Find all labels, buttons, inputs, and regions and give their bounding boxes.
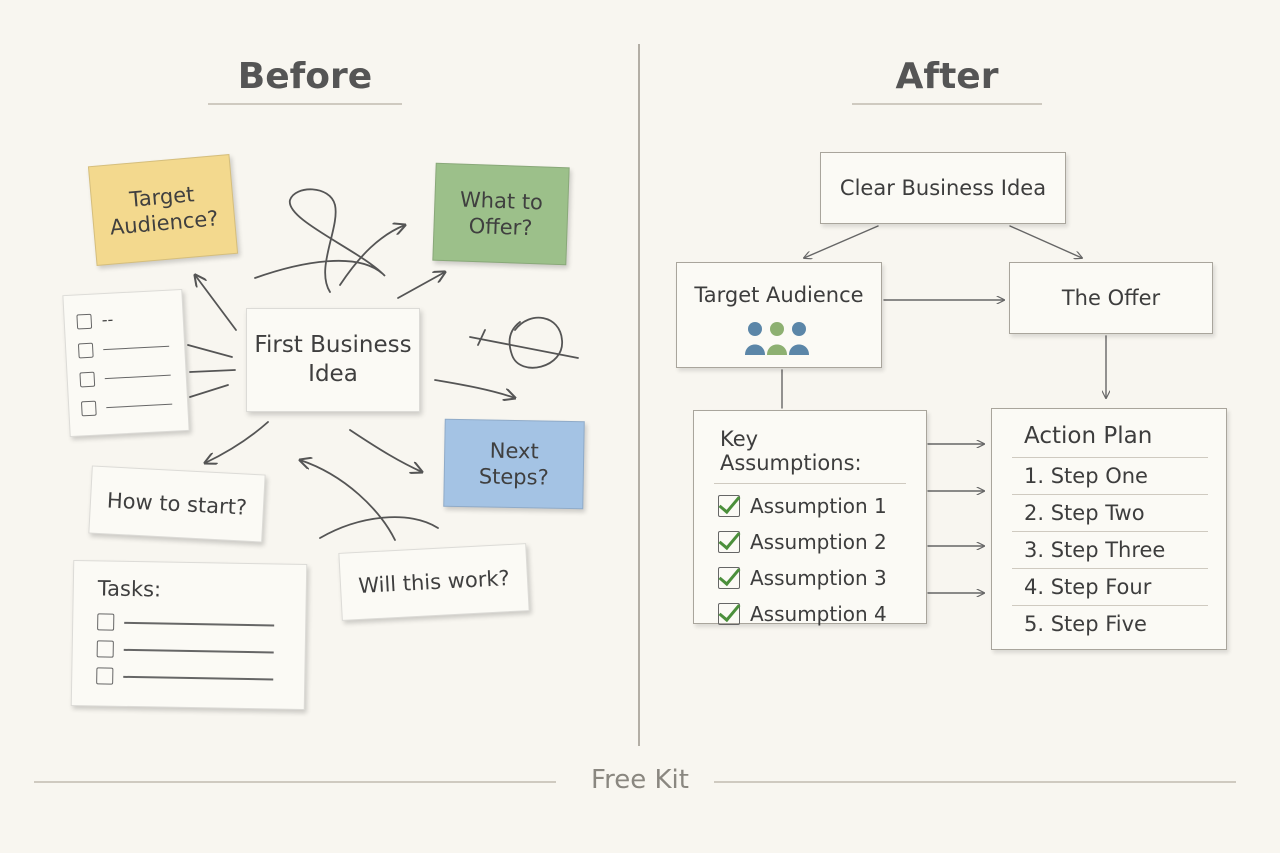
checkbox-icon — [76, 313, 93, 330]
arrow-to-steps — [349, 429, 422, 472]
checkbox-icon — [80, 400, 97, 417]
note-how-to-start: How to start? — [88, 465, 266, 543]
arrow-idea-to-audience — [804, 225, 879, 258]
note-target-audience: Target Audience? — [87, 154, 239, 266]
action-step: 1. Step One — [1012, 458, 1208, 495]
arrow-to-offer — [339, 225, 405, 286]
line-to-checklist-1 — [187, 344, 233, 358]
note-what-to-offer: What to Offer? — [432, 162, 570, 266]
crossed-scribble — [469, 316, 579, 369]
arrow-from-work — [300, 460, 396, 541]
arrow-to-start — [205, 421, 269, 463]
target-audience-box: Target Audience — [676, 262, 882, 368]
tasks-title: Tasks: — [97, 576, 162, 602]
note-next-steps: Next Steps? — [443, 418, 585, 510]
before-heading-underline — [208, 103, 402, 105]
note-will-this-work: Will this work? — [338, 543, 530, 621]
arrow-idea-to-offer — [1009, 225, 1082, 258]
checkmark-icon — [718, 495, 740, 517]
clear-business-idea-box: Clear Business Idea — [820, 152, 1066, 224]
action-plan-box: Action Plan 1. Step One 2. Step Two 3. S… — [991, 408, 1227, 650]
checkbox-icon — [96, 640, 114, 658]
after-heading-underline — [852, 103, 1042, 105]
note-first-idea: First Business Idea — [246, 308, 420, 412]
before-heading: Before — [237, 56, 373, 97]
action-step: 2. Step Two — [1012, 495, 1208, 532]
arrow-to-target — [195, 275, 237, 331]
curve-line — [319, 516, 439, 539]
after-heading: After — [895, 56, 999, 97]
action-step: 4. Step Four — [1012, 569, 1208, 606]
line-to-checklist-2 — [189, 369, 236, 373]
center-divider — [638, 44, 640, 746]
line-to-checklist-3 — [189, 384, 229, 398]
checkmark-icon — [718, 531, 740, 553]
footer-label: Free Kit — [591, 765, 689, 795]
checklist-card: -- — [62, 288, 190, 438]
footer-line-left — [34, 781, 556, 783]
checkmark-icon — [718, 603, 740, 625]
action-step: 5. Step Five — [1024, 612, 1147, 636]
footer-line-right — [714, 781, 1236, 783]
arrow-to-next — [434, 379, 515, 398]
assumptions-title: Key Assumptions: — [714, 427, 906, 484]
action-step: 3. Step Three — [1012, 532, 1208, 569]
checkbox-icon — [96, 667, 114, 685]
checkmark-icon — [718, 567, 740, 589]
key-assumptions-box: Key Assumptions: Assumption 1 Assumption… — [693, 410, 927, 626]
action-plan-title: Action Plan — [1012, 423, 1208, 458]
checkbox-icon — [79, 371, 96, 388]
arrow-offer-2 — [397, 272, 445, 299]
tasks-card: Tasks: — [70, 559, 308, 711]
the-offer-box: The Offer — [1009, 262, 1213, 334]
people-icon — [745, 322, 809, 355]
checkbox-icon — [77, 342, 94, 359]
scribble-loop — [254, 188, 386, 293]
checkbox-icon — [97, 613, 115, 631]
